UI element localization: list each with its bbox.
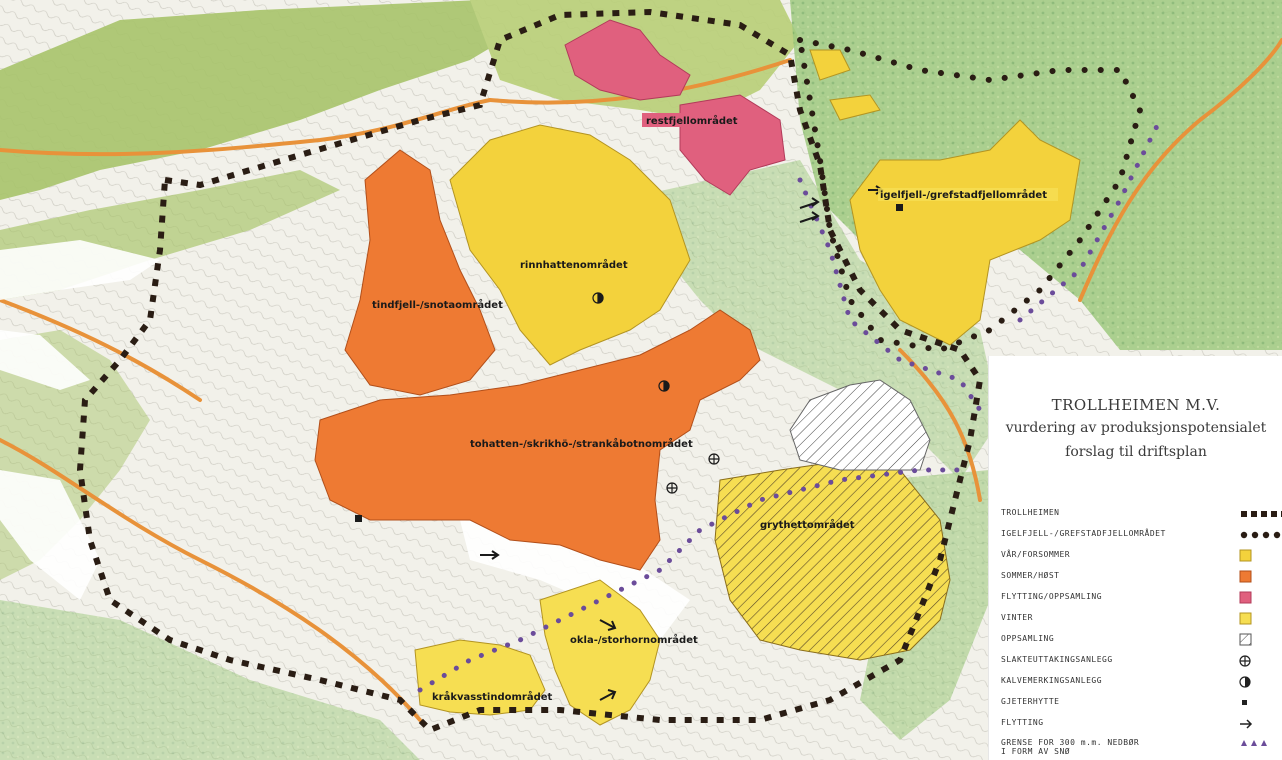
arrow-right-icon — [1240, 719, 1253, 729]
snow-line-300mm-north — [797, 117, 1163, 413]
zone-restfjell-migration[interactable] — [564, 19, 786, 196]
legend-label: FLYTTING — [1001, 718, 1044, 727]
dot-line-icon — [1240, 531, 1281, 539]
label-tohatten: tohatten-/skrikhö-/strankåbotnområdet — [470, 437, 693, 450]
label-tindfjell: tindfjell-/snotaområdet — [372, 298, 503, 311]
legend-item-igelfjell: IGELFJELL-/GREFSTADFJELLOMRÅDET — [1001, 527, 1282, 545]
label-krakvass: kråkvasstindområdet — [432, 690, 553, 703]
legend-label: OPPSAMLING — [1001, 634, 1055, 643]
zone-tohatten-summer[interactable] — [314, 309, 761, 571]
area-labels: restfjellområdet igelfjell-/grefstadfjel… — [372, 113, 1058, 703]
triangles-icon — [1241, 740, 1267, 746]
calf-marking-facilities — [592, 292, 670, 392]
legend-item-kalv: KALVEMERKINGSANLEGG — [1001, 674, 1282, 692]
light-yellow-square-icon — [1239, 612, 1252, 625]
legend-subtitle-2: forslag til driftsplan — [1065, 444, 1207, 460]
snow-line-300mm — [417, 467, 963, 693]
legend-label: GJETERHYTTE — [1001, 697, 1060, 706]
orange-square-icon — [1239, 570, 1252, 583]
legend-label-line1: GRENSE FOR 300 m.m. NEDBØR — [1001, 738, 1140, 747]
legend-item-slakt: SLAKTEUTTAKINGSANLEGG — [1001, 653, 1282, 671]
legend-label: KALVEMERKINGSANLEGG — [1001, 676, 1103, 685]
small-square-icon — [1242, 700, 1247, 705]
legend-label: TROLLHEIMEN — [1001, 508, 1060, 517]
label-rinnhatten: rinnhattenområdet — [520, 258, 628, 271]
legend-label-line2: I FORM AV SNØ — [1001, 747, 1071, 756]
legend-item-trollheimen: TROLLHEIMEN — [1001, 506, 1282, 524]
legend-label: VÅR/FORSOMMER — [1001, 550, 1071, 559]
legend-label: FLYTTING/OPPSAMLING — [1001, 592, 1103, 601]
legend-subtitle-1: vurdering av produksjonspotensialet — [1005, 420, 1267, 436]
zone-tindfjell-summer[interactable] — [344, 149, 496, 396]
yellow-square-icon — [1239, 549, 1252, 562]
zone-rinnhatten-spring[interactable] — [449, 124, 691, 366]
legend-item-oppsamling: OPPSAMLING — [1001, 632, 1282, 650]
legend-label: SLAKTEUTTAKINGSANLEGG — [1001, 655, 1113, 664]
square-dash-icon — [1241, 511, 1282, 517]
legend-item-flytting-oppsamling: FLYTTING/OPPSAMLING — [1001, 590, 1282, 608]
legend-item-sommer: SOMMER/HØST — [1001, 569, 1282, 587]
legend-item-flytting: FLYTTING — [1001, 716, 1282, 734]
zone-gathering-hatched[interactable] — [789, 379, 931, 471]
boundary-igelfjell — [796, 36, 1144, 354]
map-legend: TROLLHEIMEN M.V. vurdering av produksjon… — [988, 356, 1282, 760]
legend-title: TROLLHEIMEN M.V. — [1051, 396, 1221, 414]
label-restfjell: restfjellområdet — [646, 114, 738, 127]
half-circle-icon — [1239, 676, 1251, 688]
circle-plus-icon — [1239, 655, 1251, 667]
legend-label: GRENSE FOR 300 m.m. NEDBØR I FORM AV SNØ — [1001, 738, 1139, 756]
legend-item-hytte: GJETERHYTTE — [1001, 695, 1282, 713]
zone-krakvass-winter[interactable] — [414, 639, 546, 716]
legend-item-grense: GRENSE FOR 300 m.m. NEDBØR I FORM AV SNØ — [1001, 736, 1282, 758]
legend-label: IGELFJELL-/GREFSTADFJELLOMRÅDET — [1001, 529, 1166, 538]
legend-item-var: VÅR/FORSOMMER — [1001, 548, 1282, 566]
legend-label: SOMMER/HØST — [1001, 571, 1060, 580]
label-grythetta: grythettområdet — [760, 518, 855, 531]
slaughter-facilities — [666, 453, 720, 494]
herder-huts — [355, 204, 903, 522]
label-okla: okla-/storhornområdet — [570, 633, 698, 646]
hatch-square-icon — [1239, 633, 1252, 646]
label-igelfjell: igelfjell-/grefstadfjellområdet — [880, 188, 1047, 201]
legend-label: VINTER — [1001, 613, 1033, 622]
legend-item-vinter: VINTER — [1001, 611, 1282, 629]
pink-square-icon — [1239, 591, 1252, 604]
